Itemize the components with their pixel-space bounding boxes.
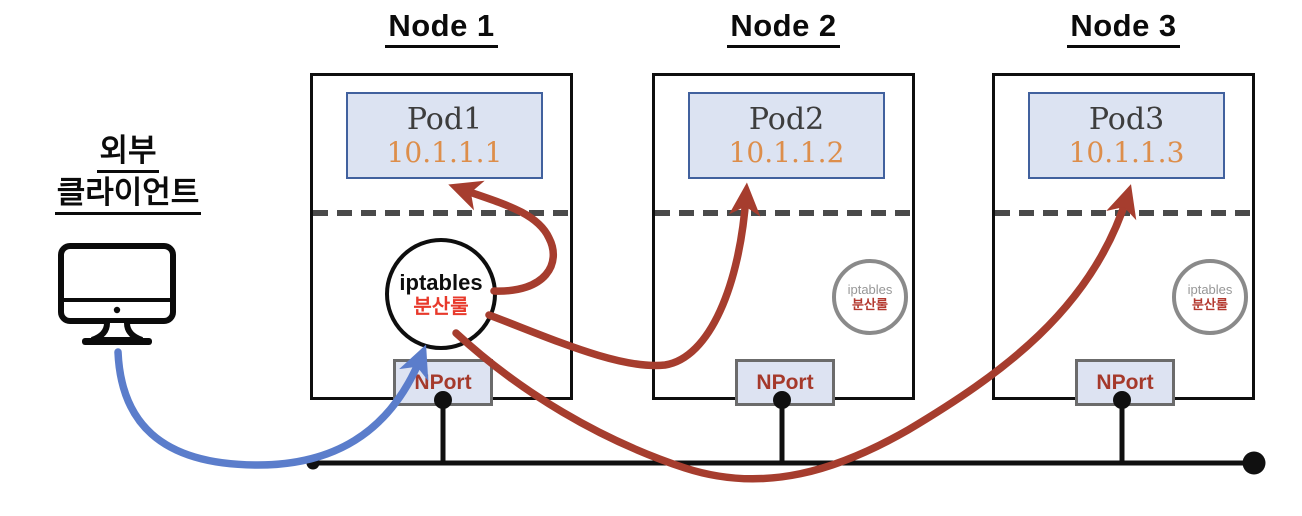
external-client-label: 외부 클라이언트 bbox=[14, 131, 242, 215]
node3-iptables-circle: iptables 분산룰 bbox=[1172, 259, 1248, 335]
node2-iptables-label: iptables bbox=[847, 282, 893, 297]
node2-dashed-separator bbox=[655, 210, 912, 216]
node3-distribution-rule-label: 분산룰 bbox=[1192, 297, 1228, 312]
node3-nport-label: NPort bbox=[1096, 370, 1154, 394]
pod1-box: Pod1 10.1.1.1 bbox=[346, 92, 543, 179]
node3-box: Pod3 10.1.1.3 iptables 분산룰 NPort bbox=[992, 73, 1255, 406]
node2-nport-box: NPort bbox=[735, 359, 835, 406]
pod1-name: Pod1 bbox=[406, 101, 483, 137]
pod1-ip: 10.1.1.1 bbox=[386, 135, 503, 169]
node3-dashed-separator bbox=[995, 210, 1252, 216]
network-line-left-dot bbox=[306, 456, 320, 470]
pod3-name: Pod3 bbox=[1088, 101, 1165, 137]
node3-title: Node 3 bbox=[992, 8, 1255, 48]
node1-nport-label: NPort bbox=[414, 370, 472, 394]
node2-box: Pod2 10.1.1.2 iptables 분산룰 NPort bbox=[652, 73, 915, 406]
pod3-box: Pod3 10.1.1.3 bbox=[1028, 92, 1225, 179]
node1-distribution-rule-label: 분산룰 bbox=[413, 295, 469, 318]
node1-nport-box: NPort bbox=[393, 359, 493, 406]
external-client-label-line2: 클라이언트 bbox=[54, 173, 202, 215]
node1-iptables-label: iptables bbox=[399, 269, 483, 295]
external-client-label-line1: 외부 bbox=[97, 131, 159, 173]
node2-distribution-rule-label: 분산룰 bbox=[852, 297, 888, 312]
node2-title: Node 2 bbox=[652, 8, 915, 48]
desktop-monitor-icon bbox=[58, 243, 176, 345]
node3-nport-box: NPort bbox=[1075, 359, 1175, 406]
node2-nport-label: NPort bbox=[756, 370, 814, 394]
node1-title: Node 1 bbox=[310, 8, 573, 48]
node1-iptables-circle: iptables 분산룰 bbox=[385, 238, 497, 350]
pod3-ip: 10.1.1.3 bbox=[1068, 135, 1185, 169]
node1-dashed-separator bbox=[313, 210, 570, 216]
node3-iptables-label: iptables bbox=[1187, 282, 1233, 297]
pod2-name: Pod2 bbox=[748, 101, 825, 137]
pod2-ip: 10.1.1.2 bbox=[728, 135, 845, 169]
pod2-box: Pod2 10.1.1.2 bbox=[688, 92, 885, 179]
node2-iptables-circle: iptables 분산룰 bbox=[832, 259, 908, 335]
network-line-right-dot bbox=[1242, 451, 1266, 475]
node1-box: Pod1 10.1.1.1 iptables 분산룰 NPort bbox=[310, 73, 573, 406]
